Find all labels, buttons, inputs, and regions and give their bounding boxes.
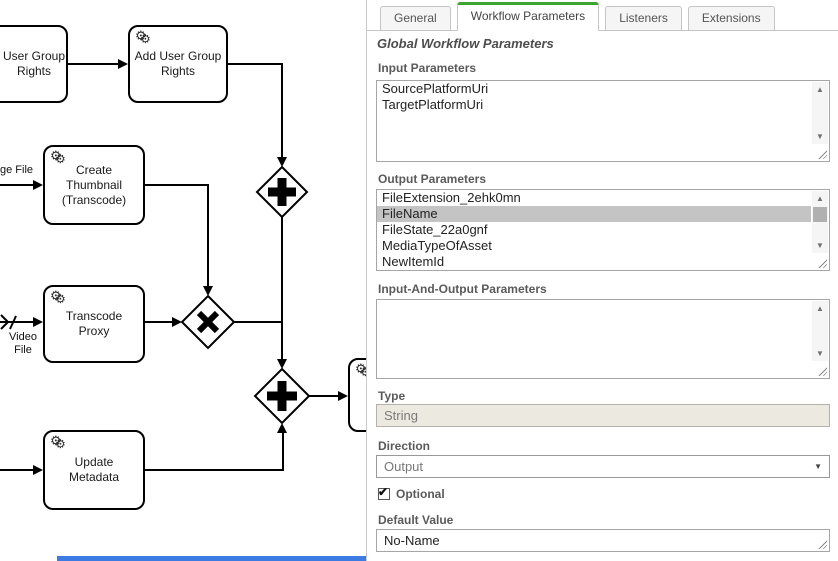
task-partial-right[interactable]: ⚙⚙ — [348, 358, 366, 432]
tab-bar: General Workflow Parameters Listeners Ex… — [367, 0, 838, 31]
scroll-up-icon[interactable]: ▲ — [816, 194, 824, 203]
input-and-output-parameters-textarea[interactable]: ▲ ▼ — [376, 299, 830, 379]
input-parameters-label: Input Parameters — [378, 61, 477, 75]
scroll-down-icon[interactable]: ▼ — [816, 349, 824, 358]
section-heading: Global Workflow Parameters — [377, 36, 554, 51]
direction-label: Direction — [378, 439, 431, 453]
resize-grip-icon[interactable] — [817, 539, 827, 549]
resize-grip-icon[interactable] — [817, 149, 827, 159]
scroll-up-icon[interactable]: ▲ — [816, 85, 824, 94]
bpmn-canvas: User Group Rights ⚙⚙ Add User Group Righ… — [0, 0, 366, 561]
input-and-output-parameters-label: Input-And-Output Parameters — [378, 282, 547, 296]
task-transcode-proxy[interactable]: ⚙⚙ Transcode Proxy — [43, 285, 145, 363]
type-label: Type — [378, 389, 406, 403]
list-item[interactable]: NewItemId — [382, 254, 445, 269]
task-create-thumbnail[interactable]: ⚙⚙ Create Thumbnail (Transcode) — [43, 145, 145, 225]
task-update-metadata[interactable]: ⚙⚙ Update Metadata — [43, 430, 145, 510]
input-parameter-item: TargetPlatformUri — [382, 97, 484, 112]
scroll-up-icon[interactable]: ▲ — [816, 304, 824, 313]
task-label: User Group Rights — [2, 49, 66, 78]
service-task-gears-icon: ⚙⚙ — [50, 433, 66, 451]
list-item[interactable]: MediaTypeOfAsset — [382, 238, 492, 253]
scrollbar[interactable]: ▲ ▼ — [812, 301, 828, 361]
scrollbar[interactable]: ▲ ▼ — [812, 191, 828, 253]
input-parameter-item: SourcePlatformUri — [382, 81, 489, 96]
task-user-group-rights[interactable]: User Group Rights — [0, 25, 68, 103]
output-parameters-label: Output Parameters — [378, 172, 487, 186]
tab-general[interactable]: General — [380, 6, 451, 31]
flow-label-ge-file: ge File — [0, 164, 34, 176]
list-item[interactable]: FileExtension_2ehk0mn — [382, 190, 521, 205]
resize-grip-icon[interactable] — [817, 258, 827, 268]
task-label: Create Thumbnail (Transcode) — [61, 162, 127, 207]
scrollbar-thumb[interactable] — [813, 207, 827, 222]
chevron-down-icon[interactable]: ▼ — [814, 462, 822, 471]
optional-checkbox[interactable]: ✔ — [378, 485, 390, 500]
input-parameters-textarea[interactable]: SourcePlatformUri TargetPlatformUri ▲ ▼ — [376, 80, 830, 162]
task-label: Add User Group Rights — [134, 49, 222, 78]
list-item[interactable]: FileState_22a0gnf — [382, 222, 488, 237]
task-label: Transcode Proxy — [65, 309, 123, 338]
service-task-gears-icon: ⚙⚙ — [50, 148, 66, 166]
list-item-selected[interactable]: FileName — [377, 206, 811, 222]
parallel-gateway-top[interactable] — [255, 165, 309, 219]
flow-label-video-file: Video File — [9, 331, 37, 356]
scrollbar[interactable]: ▲ ▼ — [812, 82, 828, 144]
tab-extensions[interactable]: Extensions — [687, 6, 775, 31]
task-add-user-group-rights[interactable]: ⚙⚙ Add User Group Rights — [128, 25, 228, 103]
direction-selected-value: Output — [384, 459, 424, 474]
properties-panel: General Workflow Parameters Listeners Ex… — [366, 0, 838, 561]
scroll-down-icon[interactable]: ▼ — [816, 241, 824, 250]
tab-listeners[interactable]: Listeners — [605, 6, 682, 31]
task-label: Update Metadata — [68, 455, 120, 484]
sequence-flow-layer — [0, 59, 348, 475]
canvas-horizontal-scrollbar[interactable] — [57, 556, 366, 561]
sequence-flows — [0, 63, 339, 471]
resize-grip-icon[interactable] — [817, 366, 827, 376]
tab-workflow-parameters[interactable]: Workflow Parameters — [456, 2, 600, 31]
service-task-gears-icon: ⚙⚙ — [50, 288, 66, 306]
default-value-text: No-Name — [384, 533, 440, 548]
exclusive-gateway[interactable] — [180, 294, 236, 350]
parallel-gateway-bottom[interactable] — [253, 367, 311, 425]
service-task-gears-icon: ⚙⚙ — [135, 28, 151, 46]
optional-checkbox-label: Optional — [396, 487, 445, 501]
default-value-input[interactable]: No-Name — [376, 529, 830, 552]
output-parameters-listbox[interactable]: FileExtension_2ehk0mn FileName FileState… — [376, 189, 830, 271]
service-task-gears-icon: ⚙⚙ — [355, 361, 366, 379]
scroll-down-icon[interactable]: ▼ — [816, 132, 824, 141]
type-field: String — [376, 404, 830, 427]
sequence-flow-arrowheads — [33, 59, 348, 475]
direction-select[interactable]: Output ▼ — [376, 455, 830, 478]
default-value-label: Default Value — [378, 513, 454, 527]
checkmark-icon: ✔ — [378, 485, 389, 499]
